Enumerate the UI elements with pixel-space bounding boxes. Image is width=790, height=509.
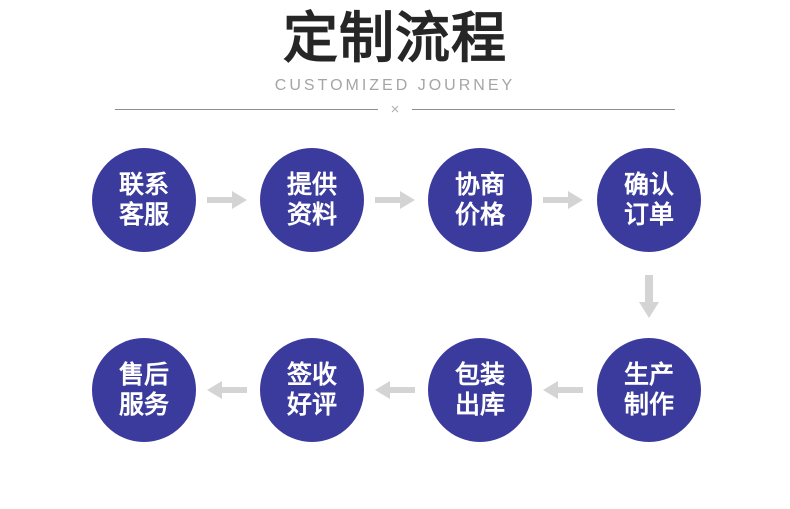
- flow-step-label: 协商 价格: [454, 171, 505, 229]
- flow-row-2: 售后 服务 签收 好评 包装 出库: [0, 338, 790, 448]
- page-title: 定制流程: [282, 7, 507, 69]
- flow-step-negotiate-price[interactable]: 协商 价格: [428, 148, 532, 252]
- flow-step-label: 签收 好评: [286, 361, 337, 419]
- header: 定制流程 CUSTOMIZED JOURNEY: [0, 0, 790, 96]
- arrow-left-icon: [373, 379, 417, 401]
- flow-row-1: 联系 客服 提供 资料 协商 价格: [0, 148, 790, 258]
- divider-rule-left: [115, 108, 378, 110]
- flow-step-label: 确认 订单: [623, 171, 674, 229]
- page-subtitle: CUSTOMIZED JOURNEY: [274, 77, 516, 94]
- flow-step-label: 提供 资料: [286, 171, 337, 229]
- flow-step-label: 包装 出库: [454, 361, 505, 419]
- arrow-right-icon: [541, 189, 585, 211]
- arrow-left-icon: [205, 379, 249, 401]
- divider-rule-right: [412, 108, 675, 110]
- flow-step-sign-and-review[interactable]: 签收 好评: [260, 338, 364, 442]
- arrow-right-icon: [373, 189, 417, 211]
- arrow-left-icon: [541, 379, 585, 401]
- divider: ×: [115, 99, 675, 119]
- flow-step-production[interactable]: 生产 制作: [597, 338, 701, 442]
- flow-step-after-sales-service[interactable]: 售后 服务: [92, 338, 196, 442]
- flow-step-confirm-order[interactable]: 确认 订单: [597, 148, 701, 252]
- arrow-right-icon: [205, 189, 249, 211]
- flow-step-packaging-shipping[interactable]: 包装 出库: [428, 338, 532, 442]
- flow-step-contact-service[interactable]: 联系 客服: [92, 148, 196, 252]
- flow-step-label: 售后 服务: [118, 361, 169, 419]
- divider-x-icon: ×: [390, 100, 400, 118]
- arrow-down-icon: [637, 274, 661, 320]
- flow-step-provide-materials[interactable]: 提供 资料: [260, 148, 364, 252]
- flow-step-label: 联系 客服: [118, 171, 169, 229]
- flow-step-label: 生产 制作: [623, 361, 674, 419]
